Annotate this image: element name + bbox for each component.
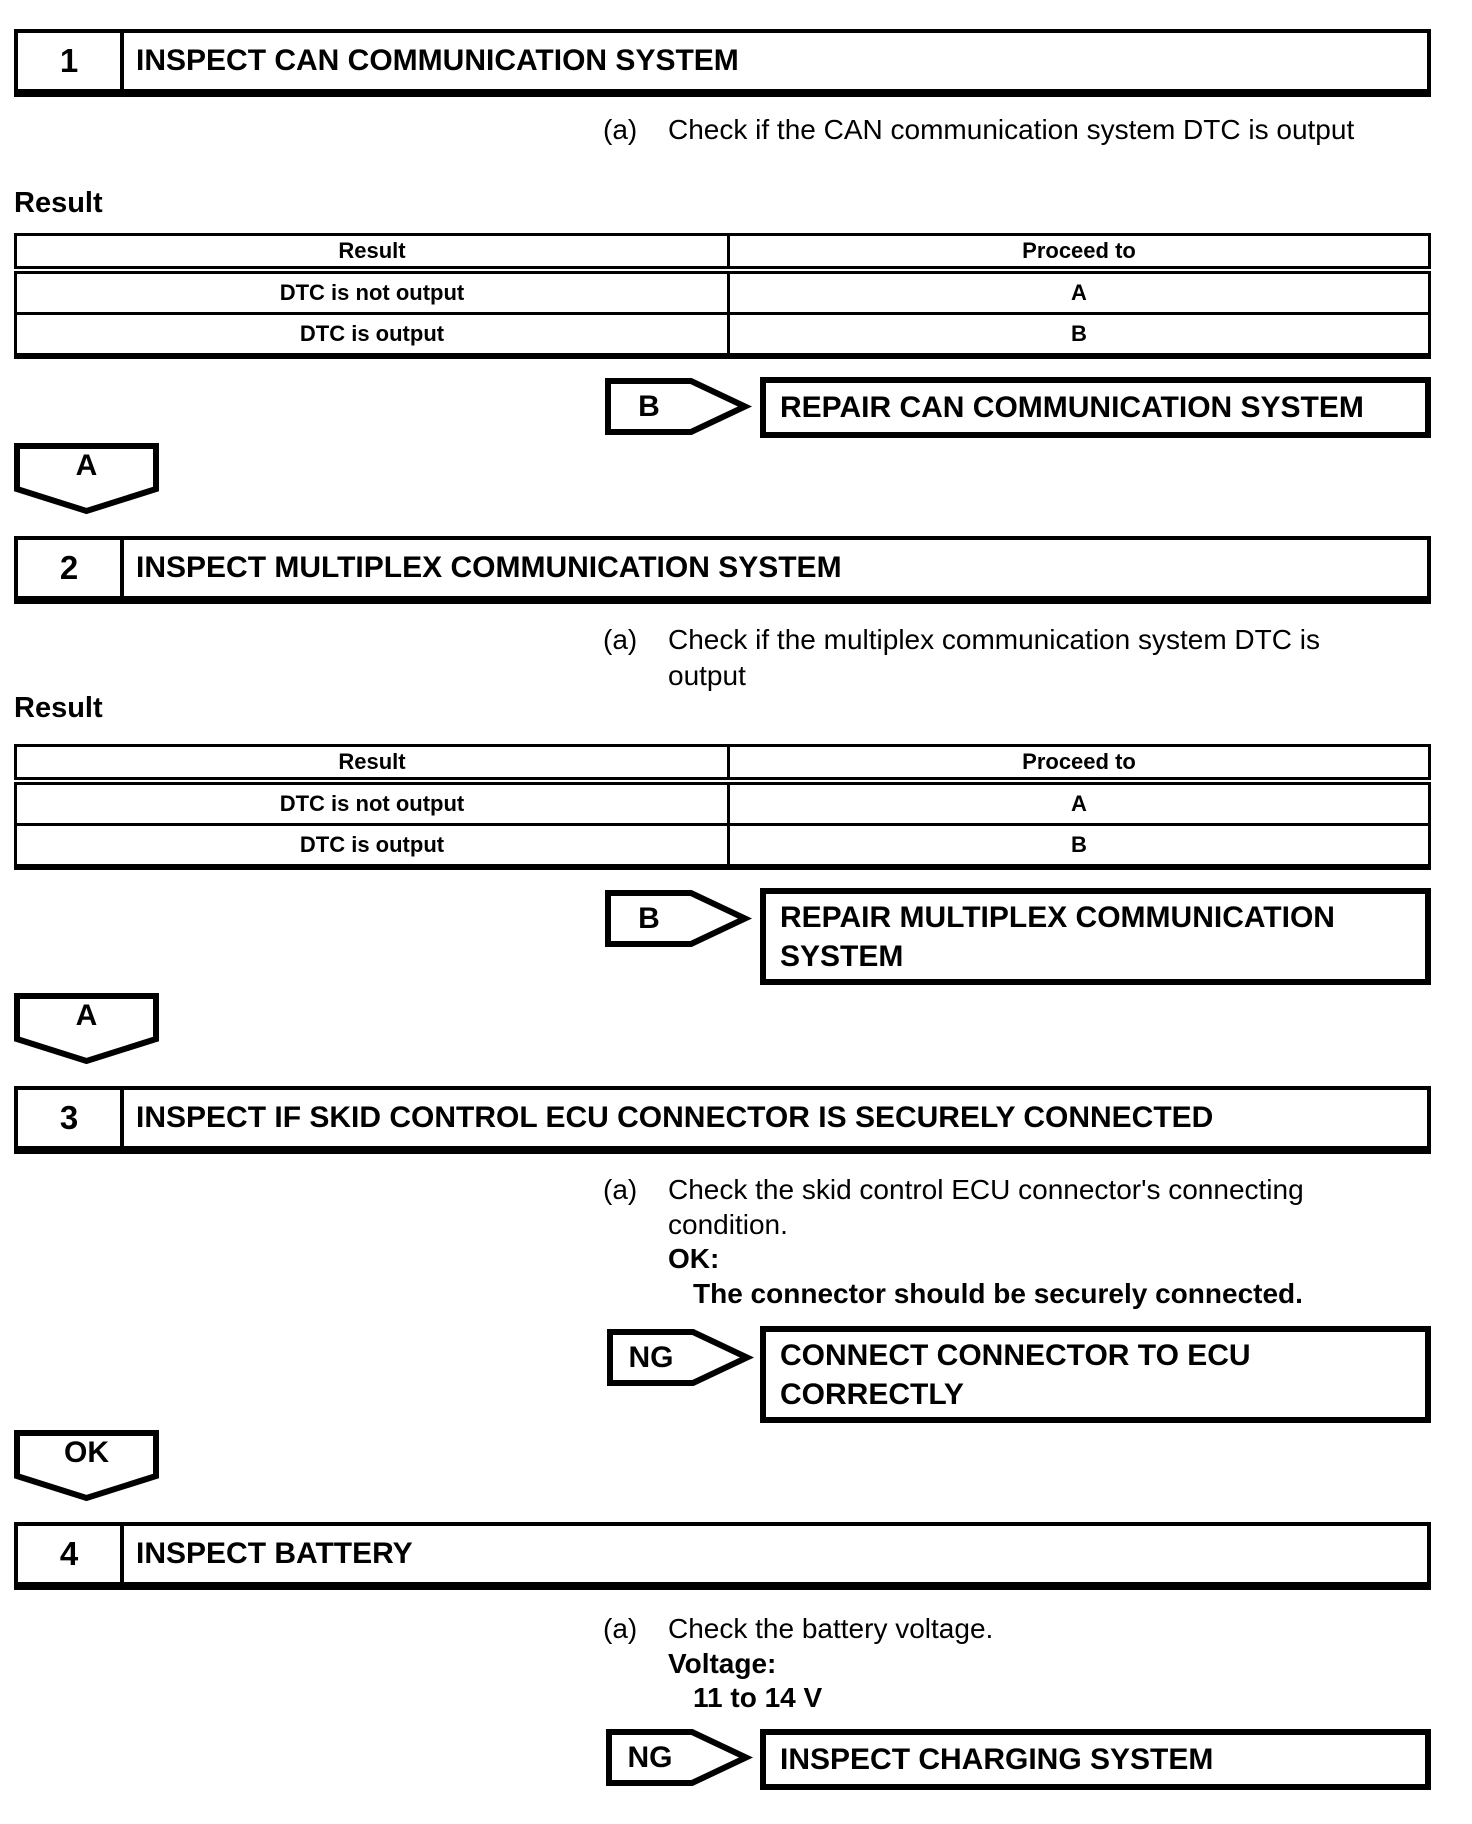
table-cell-result: DTC is not output xyxy=(15,781,730,825)
action-text: CONNECT CONNECTOR TO ECU xyxy=(780,1338,1251,1372)
down-arrow-icon xyxy=(14,443,159,515)
table-cell-result: DTC is not output xyxy=(15,270,730,314)
table-row: DTC is not output A xyxy=(15,781,1430,825)
step-2-result-table: Result Proceed to DTC is not output A DT… xyxy=(14,744,1431,870)
step-1-result-label: Result xyxy=(14,187,103,219)
step-4-number: 4 xyxy=(18,1526,124,1582)
table-cell-result: DTC is output xyxy=(15,312,730,356)
step-4-instruction: (a) Check the battery voltage. xyxy=(603,1611,993,1646)
action-text: REPAIR CAN COMMUNICATION SYSTEM xyxy=(780,391,1364,424)
step-3-spec-text: The connector should be securely connect… xyxy=(693,1278,1303,1309)
table-cell-result: DTC is output xyxy=(15,823,730,867)
action-text: SYSTEM xyxy=(780,939,904,973)
step-3-spec-label: OK: xyxy=(668,1243,720,1274)
table-cell-proceed: B xyxy=(728,823,1430,867)
table-row: DTC is output B xyxy=(15,312,1430,356)
step-4-action-box: INSPECT CHARGING SYSTEM xyxy=(760,1729,1431,1790)
step-2-action-box: REPAIR MULTIPLEX COMMUNICATION SYSTEM xyxy=(760,888,1431,985)
step-1-instruction-marker: (a) xyxy=(603,114,638,145)
step-1-number: 1 xyxy=(18,33,124,89)
right-arrow-icon xyxy=(605,378,753,435)
step-1-title: INSPECT CAN COMMUNICATION SYSTEM xyxy=(136,44,739,77)
step-1-result-table: Result Proceed to DTC is not output A DT… xyxy=(14,233,1431,359)
step-1-action-box: REPAIR CAN COMMUNICATION SYSTEM xyxy=(760,377,1431,438)
step-4-spec-label: Voltage: xyxy=(668,1648,777,1679)
step-1-branch-arrow: B xyxy=(605,378,753,435)
table-header-row: Result Proceed to xyxy=(15,234,1430,274)
step-4-branch-label: NG xyxy=(627,1740,673,1774)
table-row: DTC is output B xyxy=(15,823,1430,867)
action-text: CORRECTLY xyxy=(780,1377,964,1411)
step-2-instruction-line: Check if the multiplex communication sys… xyxy=(668,624,1320,655)
step-4-title: INSPECT BATTERY xyxy=(136,1537,413,1570)
right-arrow-icon xyxy=(607,1329,755,1386)
step-3-instruction-marker: (a) xyxy=(603,1174,638,1205)
step-1-next-arrow: A xyxy=(14,443,159,517)
step-2-header: 2 INSPECT MULTIPLEX COMMUNICATION SYSTEM xyxy=(14,536,1431,604)
right-arrow-icon xyxy=(605,890,753,947)
step-2-result-label: Result xyxy=(14,692,103,724)
table-header-row: Result Proceed to xyxy=(15,745,1430,785)
right-arrow-icon xyxy=(606,1729,754,1786)
step-4-instruction-line: Check the battery voltage. xyxy=(668,1613,994,1644)
step-3-branch-arrow: NG xyxy=(607,1329,755,1386)
step-1-instruction-line: Check if the CAN communication system DT… xyxy=(668,114,1355,145)
step-1-branch-label: B xyxy=(638,389,660,423)
table-cell-proceed: B xyxy=(728,312,1430,356)
down-arrow-icon xyxy=(14,993,159,1065)
step-2-branch-arrow: B xyxy=(605,890,753,947)
step-4-branch-arrow: NG xyxy=(606,1729,754,1786)
step-1-next-label: A xyxy=(75,449,98,482)
step-1-header: 1 INSPECT CAN COMMUNICATION SYSTEM xyxy=(14,29,1431,97)
step-1-instruction: (a) Check if the CAN communication syste… xyxy=(603,112,1354,148)
step-4-instruction-marker: (a) xyxy=(603,1613,638,1644)
step-4-spec-text: 11 to 14 V xyxy=(693,1682,823,1713)
step-3-number: 3 xyxy=(18,1090,124,1146)
step-2-instruction-marker: (a) xyxy=(603,624,638,655)
step-3-branch-label: NG xyxy=(628,1340,674,1374)
step-2-next-label: A xyxy=(75,999,98,1032)
down-arrow-icon xyxy=(14,1430,159,1502)
action-text: REPAIR MULTIPLEX COMMUNICATION xyxy=(780,900,1335,934)
table-header-proceed-to: Proceed to xyxy=(728,745,1430,785)
step-2-branch-label: B xyxy=(638,901,660,935)
step-2-title: INSPECT MULTIPLEX COMMUNICATION SYSTEM xyxy=(136,551,842,584)
action-text: INSPECT CHARGING SYSTEM xyxy=(780,1743,1214,1776)
step-3-header: 3 INSPECT IF SKID CONTROL ECU CONNECTOR … xyxy=(14,1086,1431,1154)
step-3-next-arrow: OK xyxy=(14,1430,159,1504)
table-header-result: Result xyxy=(15,745,730,785)
step-2-next-arrow: A xyxy=(14,993,159,1067)
step-3-instruction: (a) Check the skid control ECU connector… xyxy=(603,1172,1304,1242)
step-3-title: INSPECT IF SKID CONTROL ECU CONNECTOR IS… xyxy=(136,1101,1214,1134)
step-3-next-label: OK xyxy=(64,1436,109,1469)
step-4-header: 4 INSPECT BATTERY xyxy=(14,1522,1431,1590)
step-2-instruction-line: output xyxy=(668,660,746,691)
step-3-instruction-line: Check the skid control ECU connector's c… xyxy=(668,1174,1304,1205)
table-header-proceed-to: Proceed to xyxy=(728,234,1430,274)
step-3-instruction-line: condition. xyxy=(668,1209,788,1240)
table-cell-proceed: A xyxy=(1071,791,1087,816)
table-row: DTC is not output A xyxy=(15,270,1430,314)
step-2-number: 2 xyxy=(18,540,124,596)
step-2-instruction: (a) Check if the multiplex communication… xyxy=(603,622,1320,694)
step-3-action-box: CONNECT CONNECTOR TO ECU CORRECTLY xyxy=(760,1326,1431,1423)
table-header-result: Result xyxy=(15,234,730,274)
table-cell-proceed: A xyxy=(1071,280,1087,305)
